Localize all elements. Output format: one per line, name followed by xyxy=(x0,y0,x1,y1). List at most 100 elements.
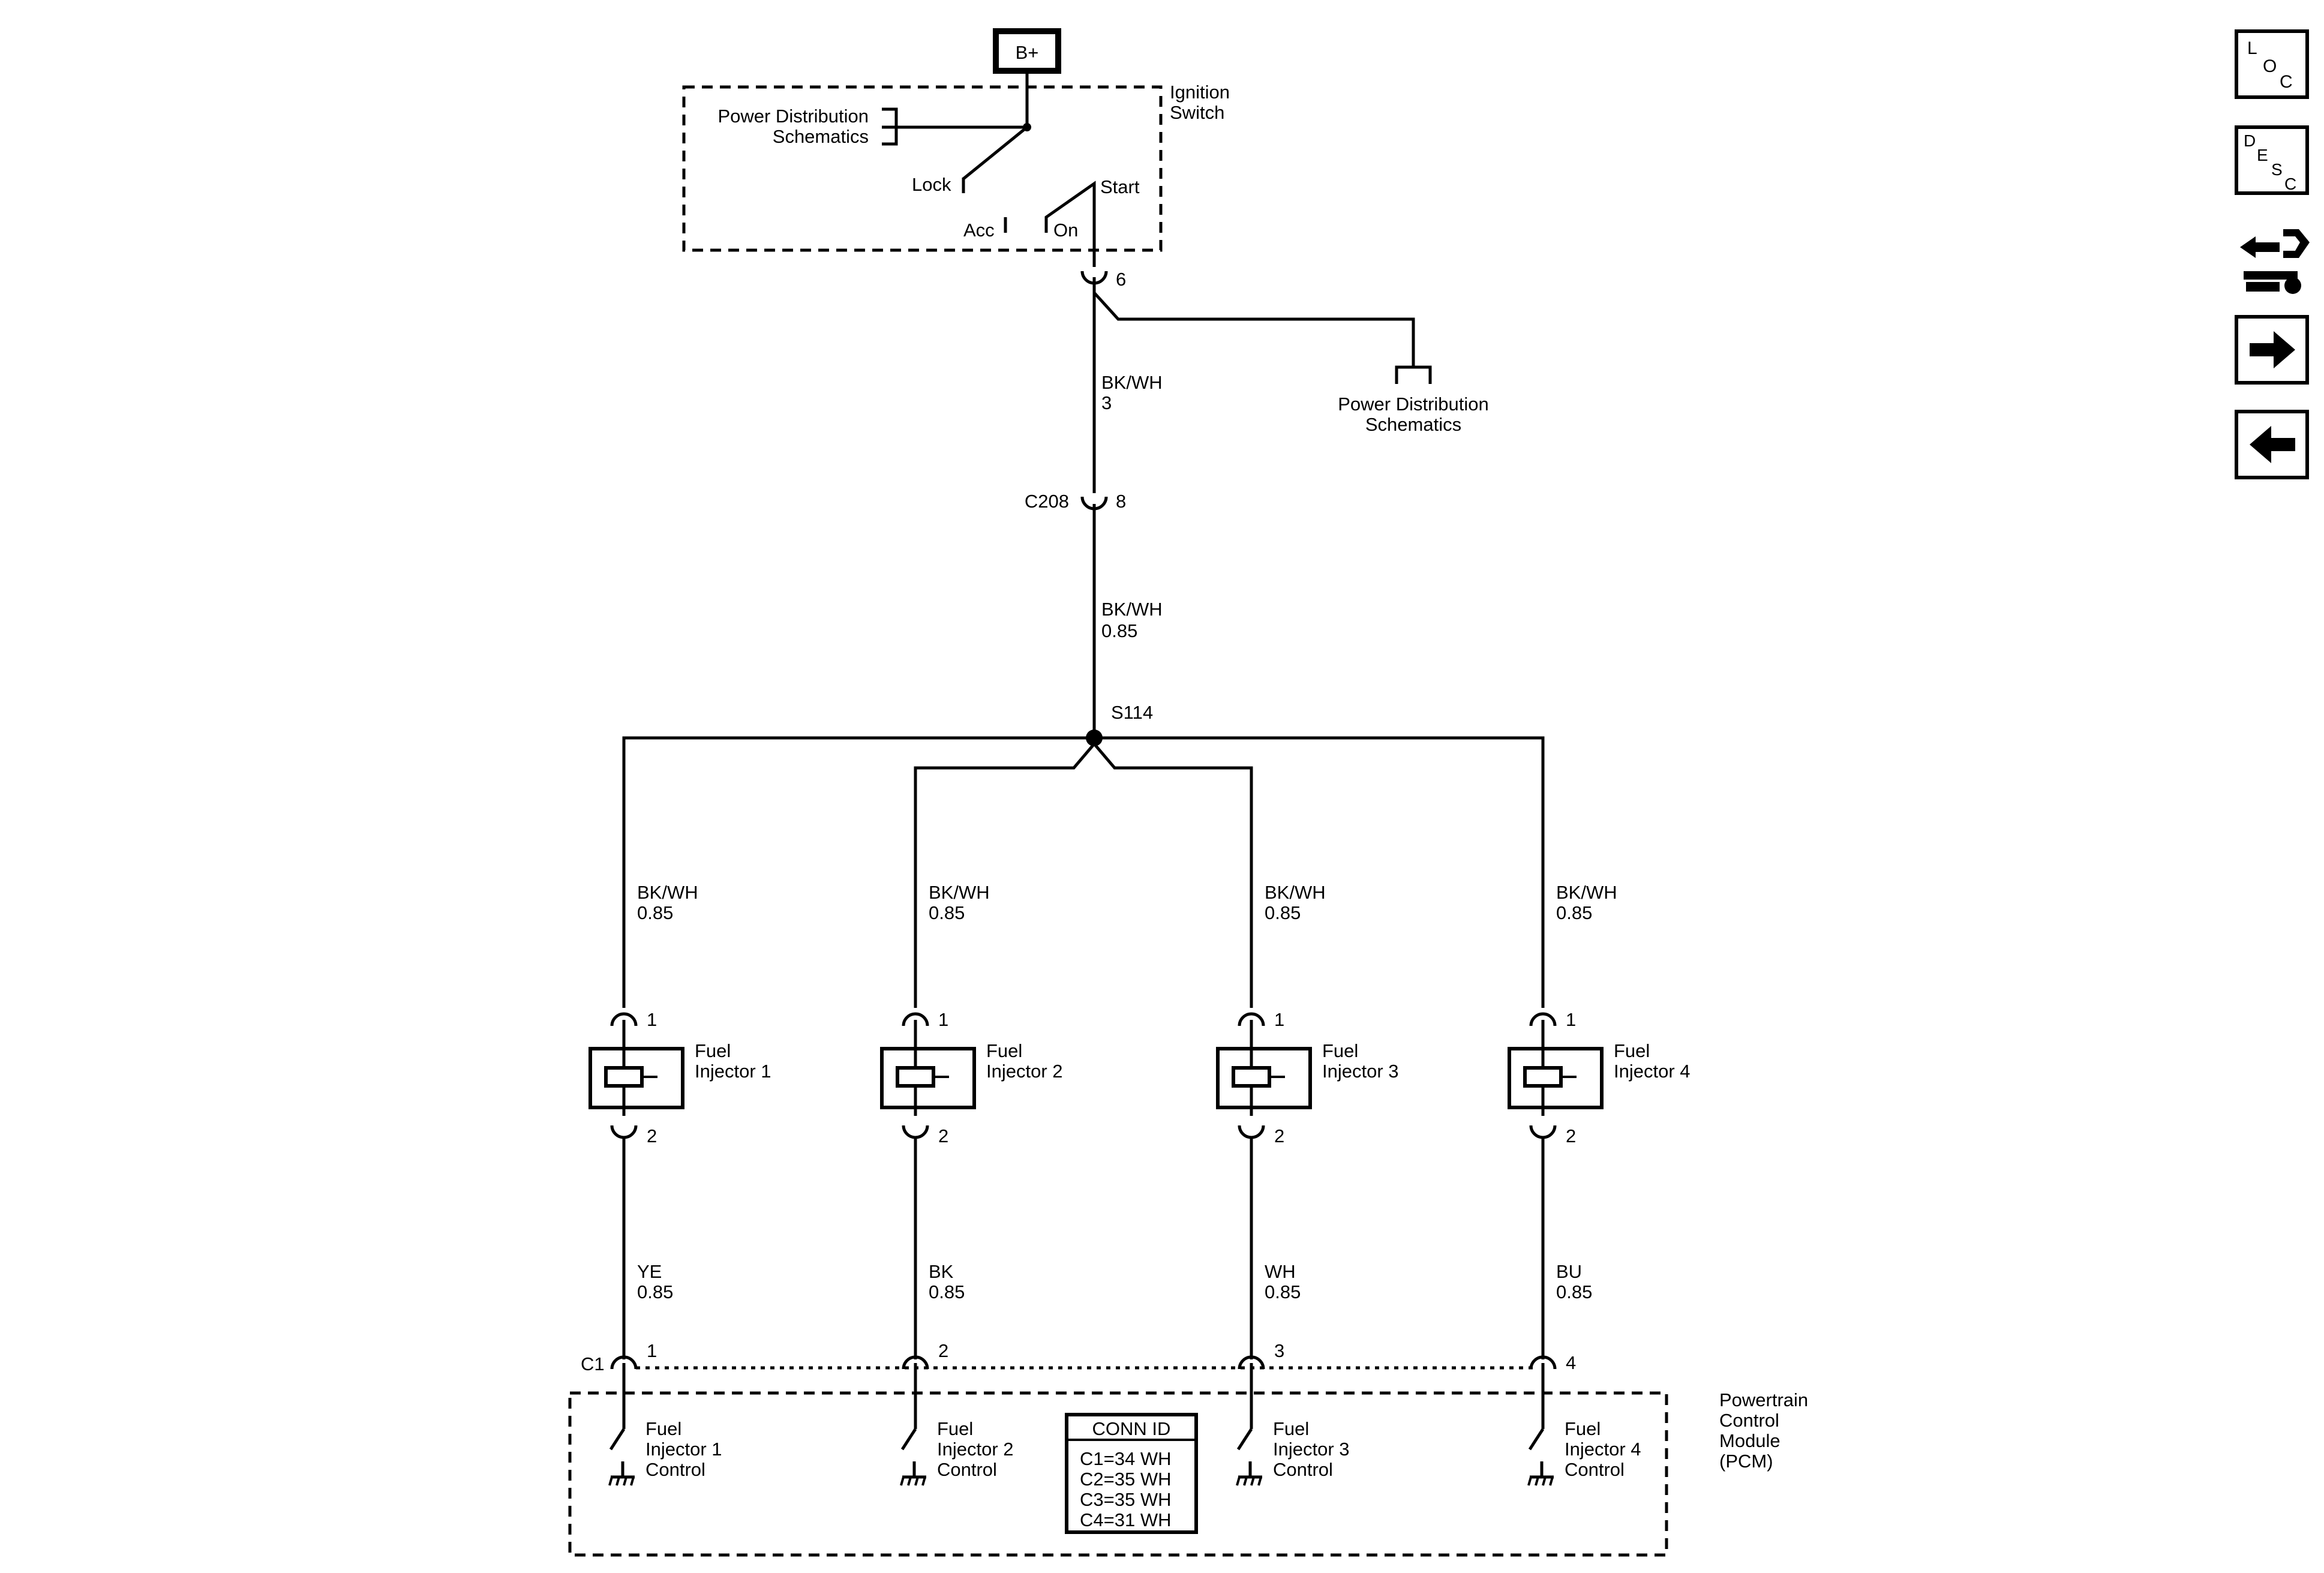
injector-4-coil xyxy=(1523,1066,1563,1088)
position-acc: Acc xyxy=(963,220,995,241)
injector-3-ctrl-size: 0.85 xyxy=(1265,1281,1301,1302)
desc-letter-e: E xyxy=(2257,146,2268,164)
conn-id-row-4: C4=31 WH xyxy=(1080,1509,1171,1530)
injector-3-name-line2: Injector 3 xyxy=(1322,1061,1399,1082)
pcm-name-line2: Control xyxy=(1719,1410,1779,1431)
arrow-left-icon xyxy=(2250,426,2295,463)
injector-1-feed-size: 0.85 xyxy=(637,902,673,923)
injector-3-pcm-pin: 3 xyxy=(1274,1340,1284,1361)
injector-4-name-line1: Fuel xyxy=(1614,1040,1650,1061)
injector-1-pin-bottom: 2 xyxy=(647,1125,657,1146)
injector-4-pin-top: 1 xyxy=(1566,1009,1576,1030)
desc-letter-s: S xyxy=(2271,160,2283,179)
position-lock: Lock xyxy=(912,174,951,195)
ignition-switch-enclosure xyxy=(682,85,1163,252)
injector-1-pin-top: 1 xyxy=(647,1009,657,1030)
injector-4-control-line1: Fuel xyxy=(1565,1418,1601,1439)
injector-4-name-line2: Injector 4 xyxy=(1614,1061,1691,1082)
injector-1-control-line1: Fuel xyxy=(645,1418,681,1439)
injector-4-ctrl-color: BU xyxy=(1556,1261,1582,1282)
injector-3-coil xyxy=(1232,1066,1271,1088)
injector-3-feed-color: BK/WH xyxy=(1265,882,1326,903)
injector-2-pin-bottom: 2 xyxy=(938,1125,948,1146)
injector-1-pcm-pin: 1 xyxy=(647,1340,657,1361)
injector-2-coil xyxy=(896,1066,935,1088)
conn-id-table: CONN ID C1=34 WH C2=35 WH C3=35 WH C4=31… xyxy=(1065,1413,1198,1534)
position-start: Start xyxy=(1100,176,1140,197)
injector-2-control-line1: Fuel xyxy=(937,1418,973,1439)
power-distribution-top-line2: Schematics xyxy=(773,126,869,147)
injector-1-feed-color: BK/WH xyxy=(637,882,698,903)
injector-3-control-line1: Fuel xyxy=(1273,1418,1309,1439)
ignition-switch-line1: Ignition xyxy=(1170,82,1230,103)
pin-8-label: 8 xyxy=(1116,491,1126,512)
injector-2-pcm-pin: 2 xyxy=(938,1340,948,1361)
injector-1-coil xyxy=(604,1066,644,1088)
injector-3-pin-bottom: 2 xyxy=(1274,1125,1284,1146)
arrow-right-icon xyxy=(2250,331,2295,368)
injector-1-name-line2: Injector 1 xyxy=(695,1061,771,1082)
injector-2-pin-top: 1 xyxy=(938,1009,948,1030)
injector-1-control-line3: Control xyxy=(645,1459,705,1480)
injector-1-name-line1: Fuel xyxy=(695,1040,731,1061)
conn-id-row-1: C1=34 WH xyxy=(1080,1448,1171,1469)
connector-swap-icon[interactable] xyxy=(2236,221,2310,296)
injector-2-feed-size: 0.85 xyxy=(929,902,965,923)
pcm-enclosure xyxy=(568,1391,1668,1557)
pcm-name-line3: Module xyxy=(1719,1430,1780,1451)
injector-3-ctrl-color: WH xyxy=(1265,1261,1296,1282)
injector-2-control-line2: Injector 2 xyxy=(937,1439,1014,1460)
injector-1-ctrl-size: 0.85 xyxy=(637,1281,673,1302)
injector-3-name-line1: Fuel xyxy=(1322,1040,1358,1061)
injector-3-feed-size: 0.85 xyxy=(1265,902,1301,923)
injector-3-pin-top: 1 xyxy=(1274,1009,1284,1030)
arrow-right-button[interactable] xyxy=(2235,315,2309,385)
power-distribution-right-line2: Schematics xyxy=(1365,414,1461,435)
power-distribution-top-line1: Power Distribution xyxy=(717,106,869,127)
loc-letter-c: C xyxy=(2280,72,2293,92)
injector-4-feed-color: BK/WH xyxy=(1556,882,1617,903)
loc-letter-o: O xyxy=(2263,56,2277,76)
injector-2-feed-color: BK/WH xyxy=(929,882,990,903)
injector-4-control-line3: Control xyxy=(1565,1459,1625,1480)
injector-3-control-line3: Control xyxy=(1273,1459,1333,1480)
conn-id-title: CONN ID xyxy=(1092,1418,1171,1439)
injector-4-ctrl-size: 0.85 xyxy=(1556,1281,1592,1302)
position-on: On xyxy=(1053,220,1078,241)
injector-4-pcm-pin: 4 xyxy=(1566,1352,1576,1373)
conn-id-row-2: C2=35 WH xyxy=(1080,1469,1171,1490)
pcm-name-line1: Powertrain xyxy=(1719,1389,1808,1410)
injector-2-name-line2: Injector 2 xyxy=(986,1061,1063,1082)
desc-letter-c: C xyxy=(2284,175,2296,193)
pin-6-label: 6 xyxy=(1116,269,1126,290)
pcm-name-line4: (PCM) xyxy=(1719,1451,1773,1472)
feed-wire2-color: BK/WH xyxy=(1101,599,1163,620)
injector-2-control-line3: Control xyxy=(937,1459,997,1480)
desc-button[interactable]: D E S C xyxy=(2235,125,2309,195)
ignition-switch-line2: Switch xyxy=(1170,102,1224,123)
splice-s114-label: S114 xyxy=(1111,702,1153,723)
injector-3-control-line2: Injector 3 xyxy=(1273,1439,1350,1460)
feed-wire2-size: 0.85 xyxy=(1101,620,1137,641)
conn-id-row-3: C3=35 WH xyxy=(1080,1489,1171,1510)
injector-2-ctrl-size: 0.85 xyxy=(929,1281,965,1302)
desc-letter-d: D xyxy=(2244,131,2256,150)
injector-2-ctrl-color: BK xyxy=(929,1261,954,1282)
connector-c208-label: C208 xyxy=(1025,491,1069,512)
feed-wire1-color: BK/WH xyxy=(1101,372,1163,393)
arrow-left-button[interactable] xyxy=(2235,410,2309,479)
battery-box: B+ xyxy=(993,28,1061,74)
injector-4-pin-bottom: 2 xyxy=(1566,1125,1576,1146)
battery-label: B+ xyxy=(1016,42,1039,63)
injector-1-control-line2: Injector 1 xyxy=(645,1439,722,1460)
loc-button[interactable]: L O C xyxy=(2235,29,2309,99)
pcm-connector-c1: C1 xyxy=(581,1353,605,1374)
loc-letter-l: L xyxy=(2247,38,2257,58)
feed-wire1-circuit: 3 xyxy=(1101,392,1112,413)
